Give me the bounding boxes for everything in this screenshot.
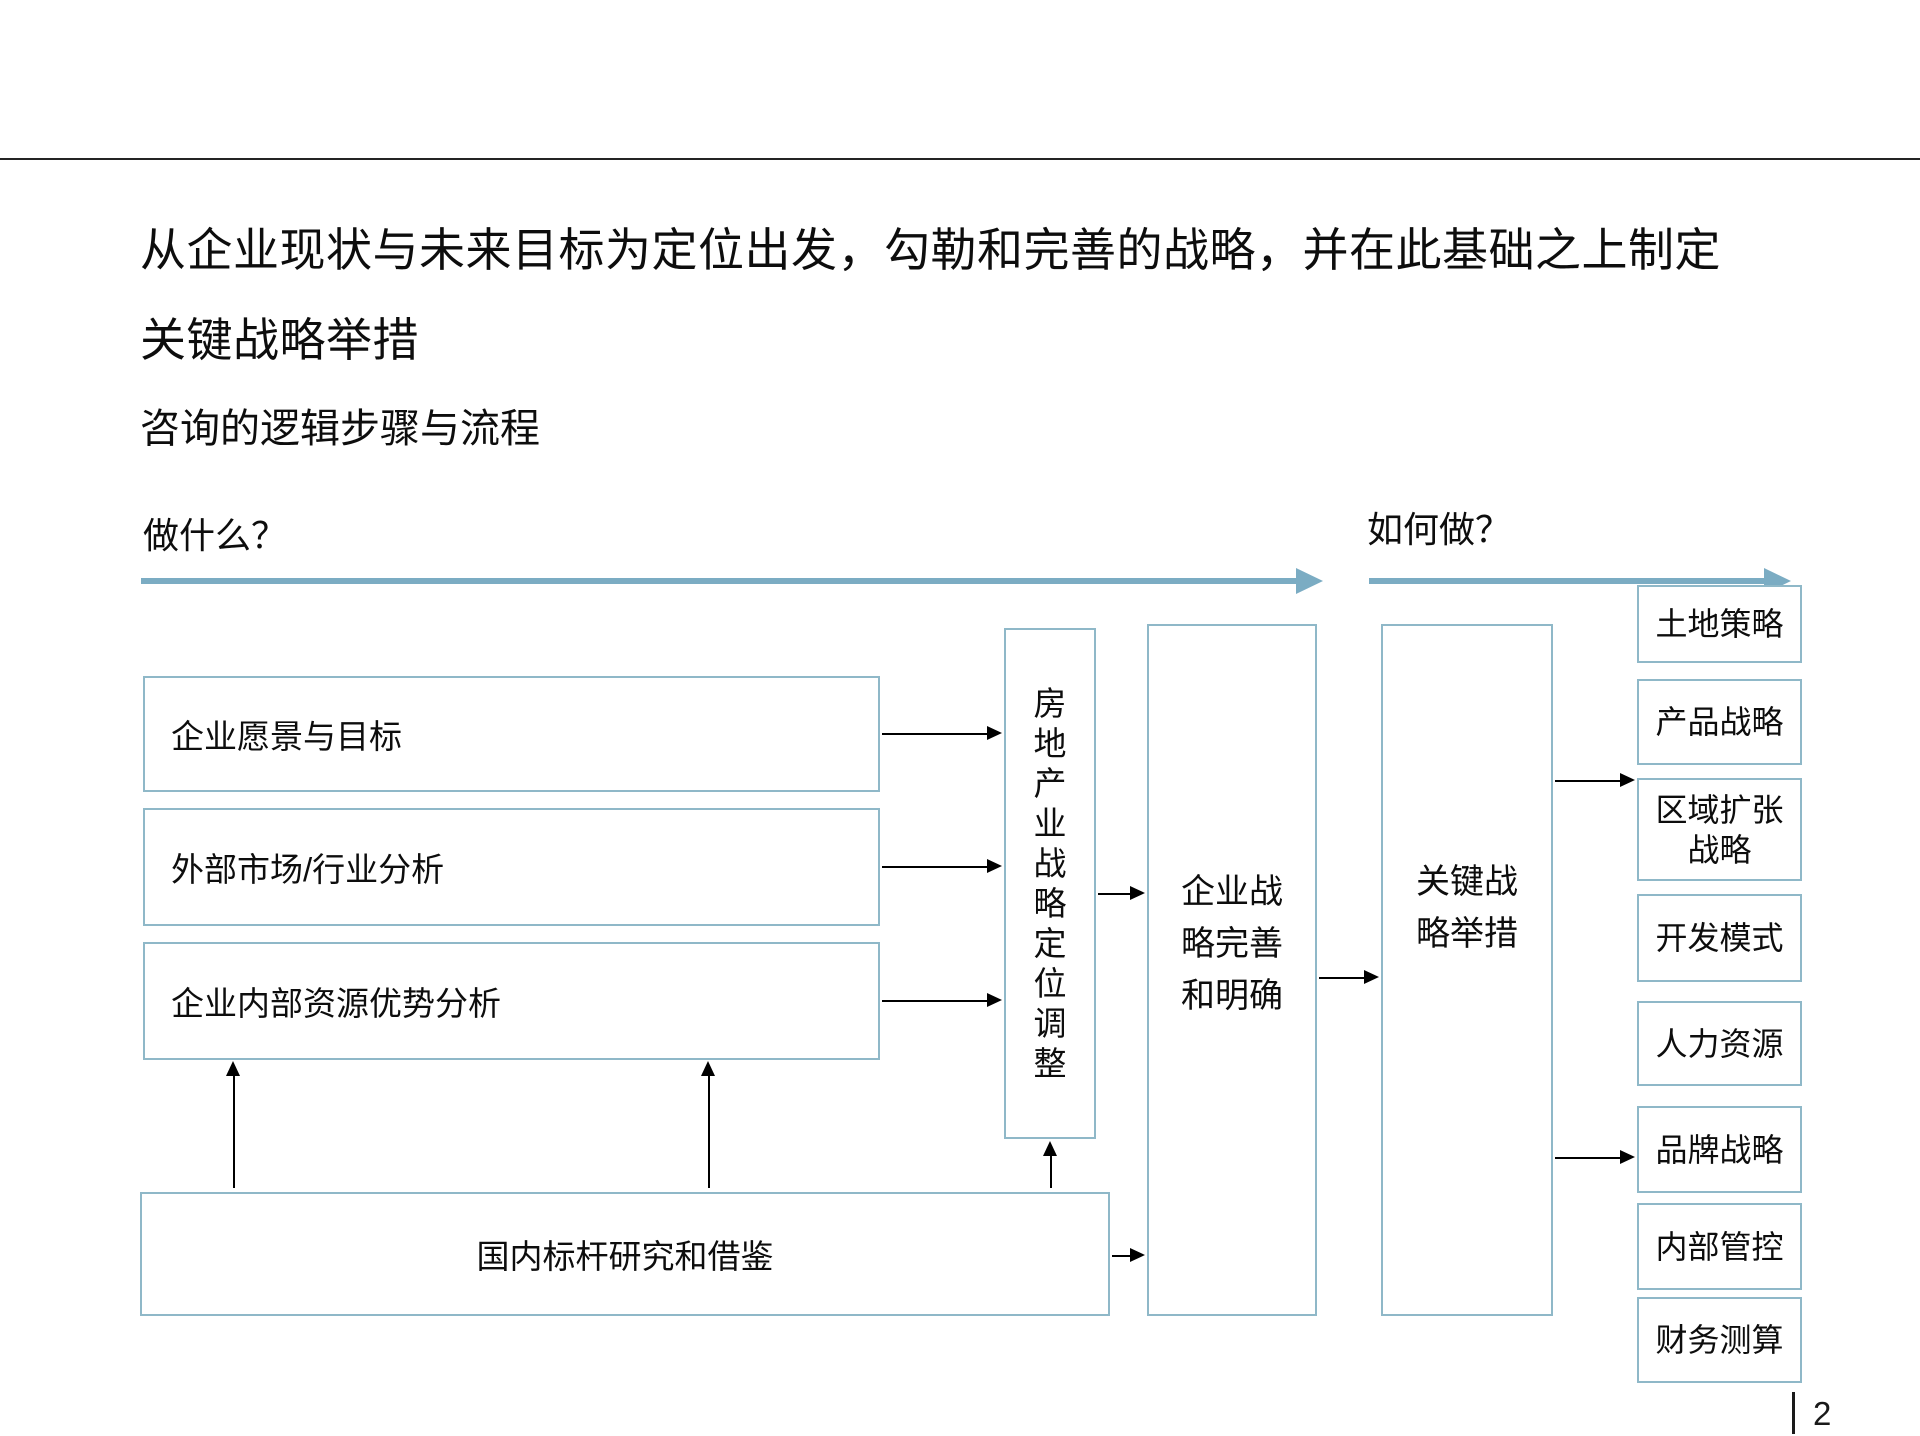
arrow-benchmark-to-positioning-icon: [1043, 1141, 1057, 1188]
arrowhead-icon: [987, 859, 1002, 873]
box-brand-strategy: 品牌战略: [1637, 1106, 1802, 1193]
slide-title-line1: 从企业现状与未来目标为定位出发，勾勒和完善的战略，并在此基础之上制定: [140, 224, 1721, 276]
arrowhead-icon: [1296, 568, 1323, 594]
box-development-model: 开发模式: [1637, 894, 1802, 982]
arrowhead-icon: [987, 993, 1002, 1007]
arrowhead-icon: [226, 1061, 240, 1076]
arrow-strategy-to-initiatives-icon: [1319, 970, 1379, 984]
page-number: 2: [1792, 1392, 1831, 1434]
arrow-benchmark-up-right-icon: [701, 1061, 715, 1188]
arrow-positioning-to-strategy-icon: [1098, 886, 1145, 900]
box-internal-control: 内部管控: [1637, 1203, 1802, 1290]
arrowhead-icon: [1620, 773, 1635, 787]
arrowhead-icon: [987, 726, 1002, 740]
slide-title-line2: 关键战略举措: [140, 314, 419, 366]
box-realestate-positioning: 房地产业战略定位调整: [1004, 628, 1096, 1139]
slide-title: 从企业现状与未来目标为定位出发，勾勒和完善的战略，并在此基础之上制定关键战略举措: [140, 205, 1780, 385]
box-financial-calculation: 财务测算: [1637, 1297, 1802, 1383]
arrowhead-icon: [1130, 886, 1145, 900]
box-product-strategy: 产品战略: [1637, 679, 1802, 765]
arrowhead-icon: [701, 1061, 715, 1076]
arrowhead-icon: [1130, 1248, 1145, 1262]
question-how: 如何做？: [1367, 509, 1512, 550]
box-strategy-refine: 企业战 略完善 和明确: [1147, 624, 1317, 1316]
timeline-arrow-how-icon: [1369, 568, 1791, 594]
arrow-market-to-positioning-icon: [882, 859, 1002, 873]
box-human-resources: 人力资源: [1637, 1001, 1802, 1086]
box-key-initiatives: 关键战 略举措: [1381, 624, 1553, 1316]
question-what: 做什么？: [143, 515, 288, 556]
box-vision-goals: 企业愿景与目标: [143, 676, 880, 792]
box-realestate-positioning-label: 房地产业战略定位调整: [1033, 684, 1067, 1082]
arrowhead-icon: [1364, 970, 1379, 984]
timeline-arrow-what-icon: [141, 568, 1323, 594]
arrow-vision-to-positioning-icon: [882, 726, 1002, 740]
header-rule: [0, 158, 1920, 160]
arrow-benchmark-up-left-icon: [226, 1061, 240, 1188]
arrow-initiatives-to-regional-icon: [1555, 773, 1635, 787]
arrow-initiatives-to-brand-icon: [1555, 1150, 1635, 1164]
box-internal-resource-analysis: 企业内部资源优势分析: [143, 942, 880, 1060]
box-external-market-analysis: 外部市场/行业分析: [143, 808, 880, 926]
arrowhead-icon: [1043, 1141, 1057, 1156]
arrow-internal-to-positioning-icon: [882, 993, 1002, 1007]
box-domestic-benchmark: 国内标杆研究和借鉴: [140, 1192, 1110, 1316]
arrow-benchmark-to-strategy-icon: [1112, 1248, 1145, 1262]
arrowhead-icon: [1620, 1150, 1635, 1164]
box-regional-expansion: 区域扩张 战略: [1637, 778, 1802, 881]
slide-subtitle: 咨询的逻辑步骤与流程: [140, 407, 540, 451]
box-land-strategy: 土地策略: [1637, 585, 1802, 663]
